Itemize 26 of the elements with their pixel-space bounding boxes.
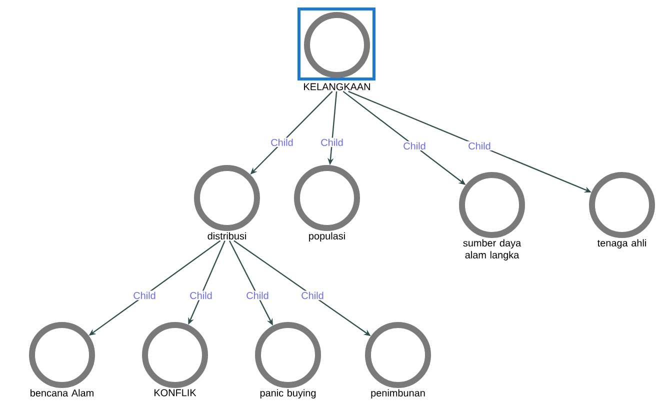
circle-node: populasi (294, 165, 360, 242)
circle-node: tenaga ahli (589, 172, 655, 248)
circle-node: panic buying (255, 322, 321, 398)
circle-node: distribusi (194, 165, 260, 240)
node-label: penimbunan (371, 389, 425, 398)
node-label: bencana Alam (30, 389, 94, 397)
edge-label: Child (132, 290, 157, 300)
node-label: tenaga ahli (598, 239, 646, 248)
edge-label: Child (188, 290, 214, 300)
circle-node: KELANGKAAN (304, 12, 370, 90)
node-label: panic buying (260, 389, 316, 398)
circle-node: penimbunan (365, 322, 431, 398)
edge-label: Child (320, 138, 344, 148)
edge-label: Child (245, 290, 270, 300)
node-label: distribusi (208, 232, 246, 240)
node-label: KELANGKAAN (304, 83, 370, 90)
circle-node: bencana Alam (29, 322, 95, 397)
circle-node: KONFLIK (142, 322, 208, 396)
edge-label: Child (402, 141, 427, 151)
edge-label: Child (270, 138, 294, 148)
edge-label: Child (300, 290, 325, 300)
node-label: sumber daya alam langka (463, 239, 522, 260)
circle-node: sumber daya alam langka (459, 172, 525, 260)
edge-label: Child (467, 141, 492, 151)
node-label: KONFLIK (154, 389, 196, 396)
node-label: populasi (309, 232, 345, 242)
